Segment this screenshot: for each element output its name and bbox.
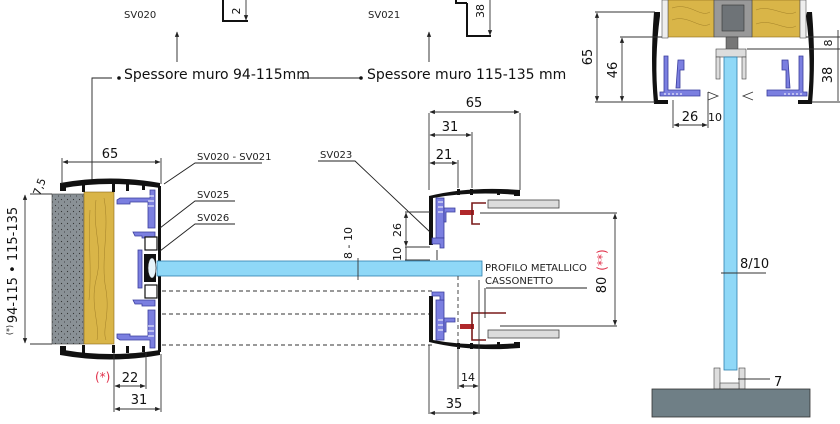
clamp-top-block: [144, 236, 158, 251]
right-section: 65 46 8 38 26 10 8/10 7: [581, 0, 840, 418]
left-wall-range-note: (*): [5, 325, 14, 335]
center-top-mid: 31: [442, 120, 459, 135]
wall-note-thin: Spessore muro 94-115mm: [124, 67, 310, 83]
wall-notes: Spessore muro 94-115mm Spessore muro 115…: [91, 67, 566, 184]
cassonetto-profile-top: [471, 202, 486, 225]
sv020-profile-fragment: [222, 0, 248, 22]
sv020-dim: 2: [230, 8, 243, 15]
center-bottom-outer: 35: [446, 397, 463, 412]
gasket-bottom: [116, 309, 156, 349]
wood-jamb: [83, 191, 115, 345]
callout-sv023: SV023: [320, 150, 352, 161]
callout-sv026: SV026: [197, 213, 229, 224]
center-height-10: 10: [391, 247, 404, 261]
center-section: 65 31 21 SV023 26 10 8 - 10 14 35 PROFIL…: [318, 96, 618, 416]
floor-base: [651, 388, 811, 418]
right-height-38: 38: [821, 67, 836, 84]
center-bottom-inner: 14: [461, 371, 475, 384]
wall-note-thick: Spessore muro 115-135 mm: [367, 67, 566, 83]
callout-sv020-sv021: SV020 - SV021: [197, 152, 272, 163]
right-wood-right: [751, 0, 801, 38]
callout-sv025: SV025: [197, 190, 229, 201]
hanger-block: [721, 4, 745, 32]
bottom-aluminium-cap: [60, 348, 160, 360]
top-aluminium-cap: [60, 178, 160, 190]
right-width-10: 10: [708, 111, 722, 124]
profile-label-2: CASSONETTO: [485, 276, 553, 287]
variant-sv021: SV021 38: [368, 0, 493, 62]
sv020-label: SV020: [124, 10, 156, 21]
sv021-label: SV021: [368, 10, 400, 21]
center-top-inner: 21: [436, 148, 453, 163]
center-height-80: 80: [595, 277, 610, 294]
right-base-gap: 7: [774, 375, 782, 390]
center-top-aluminium: [429, 188, 520, 245]
cassonetto-board-bottom: [487, 329, 560, 339]
left-wall-range: 94-115 • 115-135: [6, 207, 21, 323]
right-alu-left: [652, 12, 668, 104]
right-height-8: 8: [822, 40, 835, 47]
profile-label-1: PROFILO METALLICO: [485, 263, 587, 274]
variant-sv020: SV020 2: [124, 0, 249, 62]
left-bottom-inner: 22: [122, 371, 139, 386]
right-glass-thickness: 8/10: [740, 257, 769, 272]
center-bottom-aluminium: [429, 296, 520, 350]
glass-pane-horizontal: [156, 260, 483, 277]
concrete-wall: [51, 193, 85, 345]
right-width-26: 26: [682, 110, 699, 125]
center-red-note: (**): [595, 249, 609, 270]
left-red-note: (*): [95, 370, 110, 384]
right-alu-right: [798, 12, 814, 104]
clamp-bottom-block: [144, 284, 158, 299]
left-top-width: 65: [102, 147, 119, 162]
right-height-65: 65: [581, 49, 596, 66]
sv021-profile-fragment: [455, 0, 491, 37]
center-top-total: 65: [466, 96, 483, 111]
center-height-26: 26: [391, 223, 404, 237]
sv021-dim: 38: [474, 4, 487, 18]
right-height-46: 46: [606, 62, 621, 79]
right-wood-left: [667, 0, 715, 38]
left-section: 65 7,5 94-115 • 115-135 (*) 22 31 (*) SV…: [5, 147, 483, 412]
center-gap-range: 8 - 10: [342, 227, 355, 259]
cassonetto-board-top: [487, 199, 560, 209]
left-top-offset: 7,5: [31, 176, 49, 197]
glass-pane-vertical: [723, 56, 738, 371]
left-bottom-outer: 31: [131, 393, 148, 408]
gasket-top: [116, 189, 156, 229]
